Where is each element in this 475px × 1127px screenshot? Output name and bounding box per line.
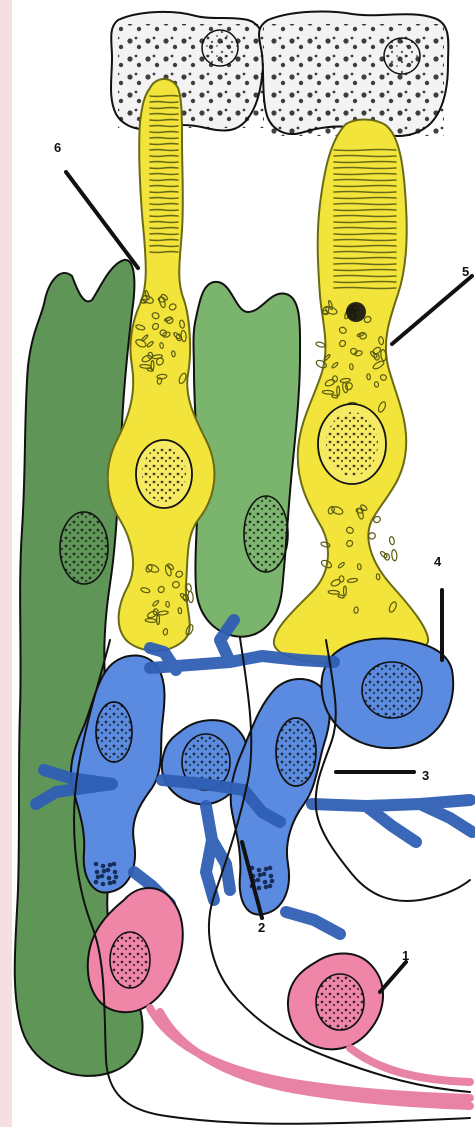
synaptic-dot xyxy=(113,870,118,875)
synaptic-dot xyxy=(264,885,269,890)
callout-line-5 xyxy=(392,276,472,344)
lamella-line xyxy=(150,191,178,192)
lamella-line xyxy=(150,251,178,252)
lamella-line xyxy=(150,233,178,234)
synaptic-dot xyxy=(269,874,274,879)
amacrine-top-right-nucleus xyxy=(362,662,422,718)
lamella-line xyxy=(150,203,178,204)
callout-label-5: 5 xyxy=(462,264,469,279)
organelle-mark xyxy=(188,591,194,603)
synaptic-dot xyxy=(257,868,262,873)
synaptic-dot xyxy=(102,869,107,874)
organelle-mark xyxy=(391,549,397,561)
lamella-line xyxy=(150,167,178,168)
synaptic-dot xyxy=(106,868,111,873)
callout-label-4: 4 xyxy=(434,554,442,569)
synaptic-dot xyxy=(108,881,113,886)
lamella-line xyxy=(150,239,178,240)
synaptic-dot xyxy=(95,870,100,875)
callout-label-2: 2 xyxy=(258,920,265,935)
synaptic-dot xyxy=(100,874,105,879)
lamella-line xyxy=(150,173,178,174)
organelle-mark xyxy=(380,551,388,559)
synaptic-dot xyxy=(256,878,261,883)
synaptic-dot xyxy=(270,879,275,884)
synaptic-dot xyxy=(114,875,119,880)
lamella-line xyxy=(150,227,178,228)
callout-label-1: 1 xyxy=(402,948,409,963)
callout-label-6: 6 xyxy=(54,140,61,155)
lamella-line xyxy=(150,185,178,186)
synaptic-dot xyxy=(263,880,268,885)
lamella-line xyxy=(150,149,178,150)
lamella-line xyxy=(150,179,178,180)
cone-nucleus-chromatin xyxy=(326,412,378,476)
lamella-line xyxy=(150,137,178,138)
lamella-line xyxy=(150,155,178,156)
muller-nucleus-left xyxy=(60,512,108,584)
synaptic-dot xyxy=(262,872,267,877)
bipolar-left-nucleus xyxy=(96,702,132,762)
lamella-line xyxy=(150,131,178,132)
lamella-line xyxy=(150,95,178,96)
synaptic-dot xyxy=(94,880,99,885)
pigment-granules-left xyxy=(118,24,264,128)
synaptic-dot xyxy=(96,875,101,880)
synaptic-dot xyxy=(257,886,262,891)
callout-line-6 xyxy=(66,172,138,268)
lamella-line xyxy=(150,215,178,216)
ganglion-right-nucleus xyxy=(316,974,364,1030)
callout-label-3: 3 xyxy=(422,768,429,783)
organelle-mark xyxy=(389,536,395,545)
organelle-mark xyxy=(315,341,325,348)
lamella-line xyxy=(150,113,178,114)
lamella-line xyxy=(150,119,178,120)
lamella-line xyxy=(150,107,178,108)
lamella-line xyxy=(150,221,178,222)
cone-inner-dark-body xyxy=(346,302,366,322)
synaptic-dot xyxy=(94,862,99,867)
lamella-line xyxy=(150,101,178,102)
synaptic-dot xyxy=(112,862,117,867)
pigment-granules-right xyxy=(268,24,444,136)
muller-nucleus-middle xyxy=(244,496,288,572)
lamella-line xyxy=(150,245,178,246)
synaptic-dot xyxy=(101,882,106,887)
lamella-line xyxy=(150,161,178,162)
left-margin-strip xyxy=(0,0,12,1127)
ganglion-cells xyxy=(88,888,470,1106)
synaptic-dot xyxy=(101,864,106,869)
lamella-line xyxy=(150,125,178,126)
rod-nucleus-chromatin xyxy=(142,446,186,502)
lamella-line xyxy=(150,197,178,198)
synaptic-dot xyxy=(112,880,117,885)
pigment-nucleus-left xyxy=(202,30,238,66)
synaptic-dot xyxy=(107,876,112,881)
lamella-line xyxy=(150,143,178,144)
pigment-nucleus-right xyxy=(384,38,420,74)
bipolar-right-nucleus xyxy=(276,718,316,786)
lamella-line xyxy=(150,209,178,210)
synaptic-dot xyxy=(108,863,113,868)
synaptic-dot xyxy=(258,873,263,878)
ganglion-left-nucleus xyxy=(110,932,150,988)
synaptic-dot xyxy=(268,866,273,871)
synaptic-dot xyxy=(264,867,269,872)
synaptic-dot xyxy=(268,884,273,889)
callout-line-1 xyxy=(380,962,406,992)
